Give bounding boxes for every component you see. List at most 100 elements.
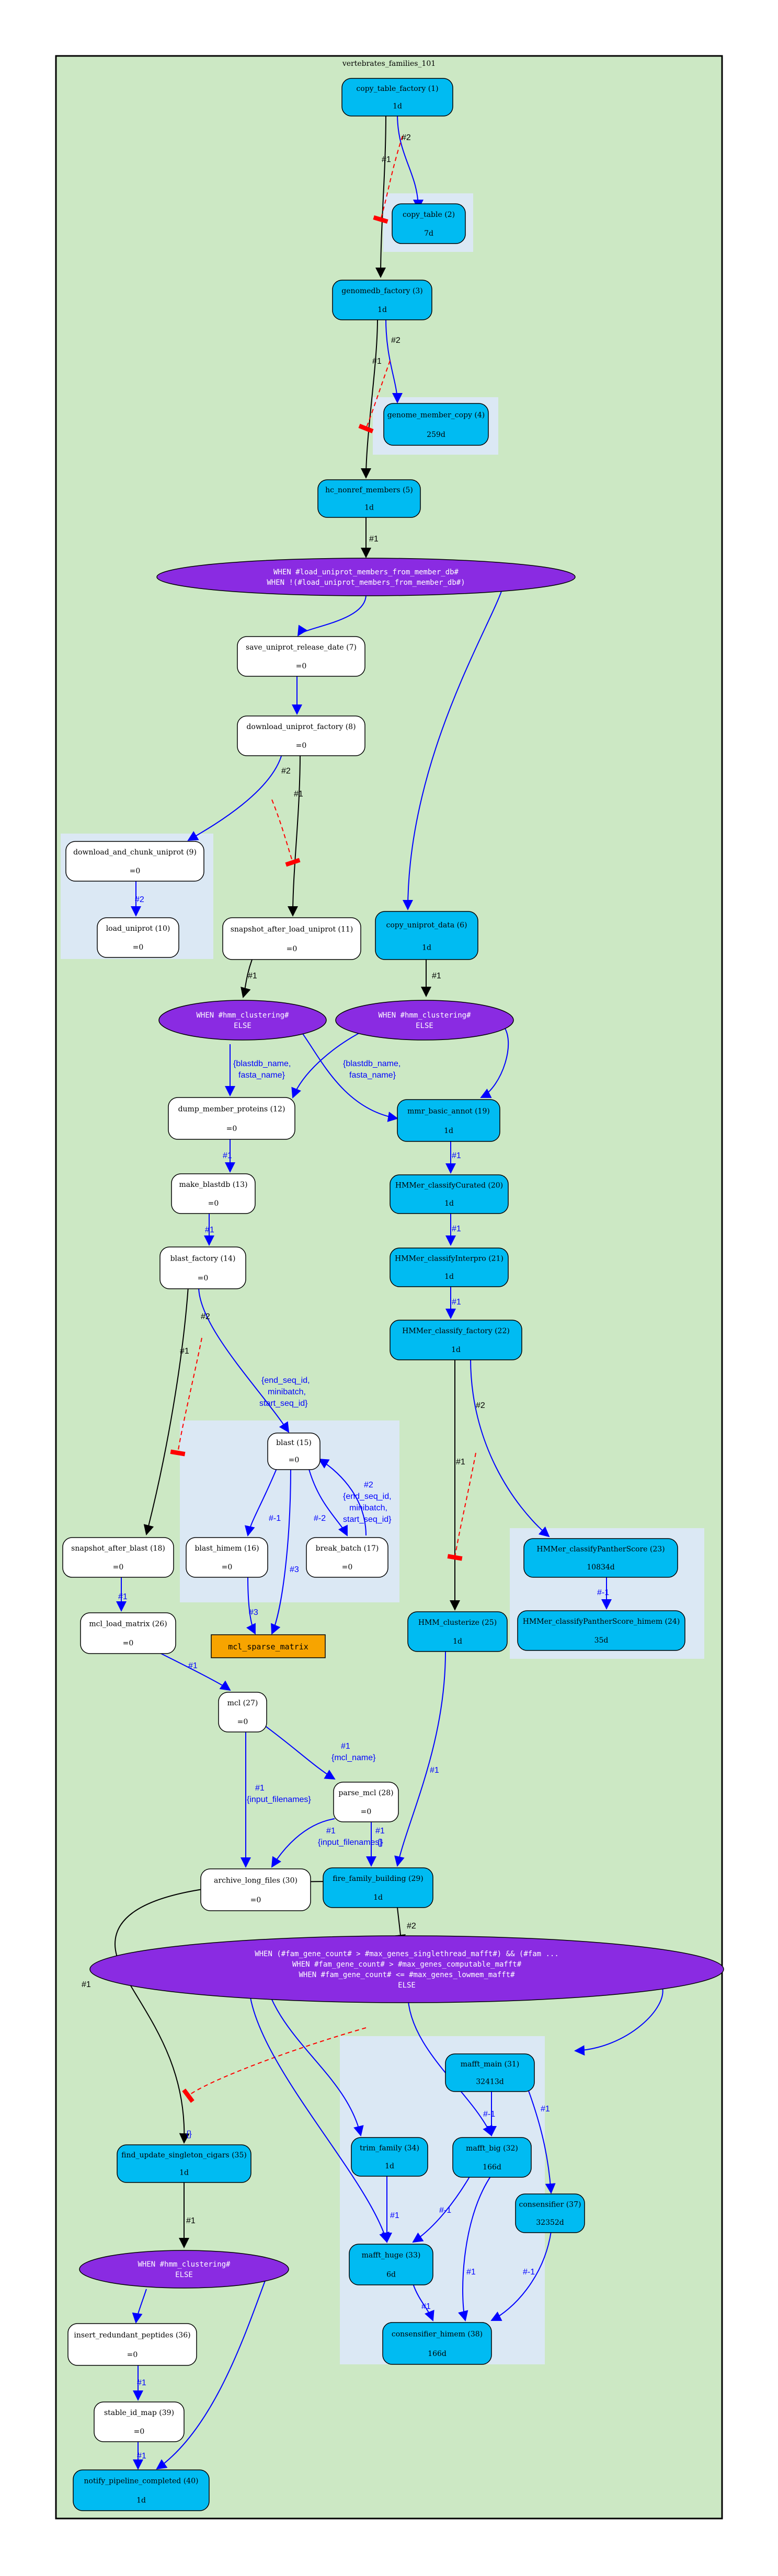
analysis-node-1[interactable]: copy_table_factory (1)1d (341, 78, 453, 117)
analysis-node-9[interactable]: download_and_chunk_uniprot (9)=0 (65, 841, 204, 882)
node-status: 259d (427, 431, 445, 439)
analysis-node-36[interactable]: insert_redundant_peptides (36) =0 (67, 2323, 197, 2366)
switch-s5[interactable]: WHEN #hmm_clustering#ELSE (79, 2250, 289, 2289)
analysis-node-16[interactable]: blast_himem (16)=0 (186, 1537, 268, 1578)
analysis-node-7[interactable]: save_uniprot_release_date (7)=0 (237, 636, 365, 677)
node-box (200, 1868, 311, 1911)
edge-label: {} (186, 2130, 192, 2139)
node-box (218, 1692, 267, 1732)
switch-condition: WHEN #fam_gene_count# <= #max_genes_lowm… (299, 1971, 515, 1979)
node-box (392, 203, 466, 244)
analysis-node-11[interactable]: snapshot_after_load_uniprot (11) =0 (222, 917, 361, 960)
node-name: insert_redundant_peptides (36) (74, 2331, 190, 2339)
analysis-node-26[interactable]: mcl_load_matrix (26)=0 (80, 1612, 176, 1654)
node-box (168, 1097, 295, 1140)
edge-label: #1 (137, 2452, 146, 2461)
node-status: =0 (226, 1125, 237, 1133)
node-status: 1d (451, 1346, 461, 1354)
analysis-node-31[interactable]: mafft_main (31)32413d (445, 2053, 535, 2092)
analysis-node-6[interactable]: copy_uniprot_data (6)1d (375, 911, 478, 960)
node-box (306, 1537, 388, 1578)
analysis-node-32[interactable]: mafft_big (32)166d (452, 2137, 532, 2178)
analysis-node-27[interactable]: mcl (27)=0 (218, 1692, 267, 1732)
node-box (515, 2193, 585, 2233)
analysis-node-39[interactable]: stable_id_map (39)=0 (94, 2401, 185, 2442)
analysis-node-35[interactable]: find_update_singleton_cigars (35)1d (117, 2144, 251, 2183)
analysis-node-33[interactable]: mafft_huge (33)6d (349, 2244, 433, 2285)
analysis-node-20[interactable]: HMMer_classifyCurated (20)1d (390, 1174, 509, 1214)
switch-s1[interactable]: WHEN #load_uniprot_members_from_member_d… (156, 558, 576, 596)
analysis-node-18[interactable]: snapshot_after_blast (18)=0 (62, 1537, 174, 1578)
switch-condition: WHEN #hmm_clustering# (196, 1011, 289, 1020)
edge-label: fasta_name} (349, 1071, 396, 1080)
node-status: 166d (483, 2163, 501, 2171)
edge-labels: #2 #1 #2 #1 #1 #2 #1 #2 #1 #1 {blastdb_n… (82, 133, 609, 2461)
analysis-node-21[interactable]: HMMer_classifyInterpro (21)1d (390, 1247, 509, 1287)
edge-label: #1 (466, 2268, 476, 2277)
analysis-node-29[interactable]: fire_family_building (29)1d (323, 1867, 433, 1908)
edge-label: #-1 (439, 2206, 451, 2215)
analysis-node-24[interactable]: HMMer_classifyPantherScore_himem (24)35d (517, 1610, 685, 1651)
node-box (351, 2137, 428, 2177)
analysis-node-15[interactable]: blast (15)=0 (267, 1433, 321, 1470)
analysis-node-37[interactable]: consensifier (37)32352d (515, 2193, 585, 2233)
edge-label: #1 (186, 2216, 196, 2225)
analysis-node-34[interactable]: trim_family (34)1d (351, 2137, 428, 2177)
analysis-node-19[interactable]: mmr_basic_annot (19)1d (397, 1099, 500, 1142)
analysis-node-3[interactable]: genomedb_factory (3)1d (332, 280, 432, 320)
analysis-node-13[interactable]: make_blastdb (13)=0 (171, 1173, 256, 1214)
node-status: =0 (127, 2351, 138, 2359)
node-name: snapshot_after_load_uniprot (11) (231, 925, 353, 933)
analysis-node-8[interactable]: download_uniprot_factory (8)=0 (237, 715, 365, 756)
table-mcl-sparse-matrix[interactable]: mcl_sparse_matrix (211, 1634, 326, 1658)
node-status: 1d (393, 102, 402, 111)
analysis-node-4[interactable]: genome_member_copy (4)259d (383, 403, 489, 446)
node-name: HMMer_classify_factory (22) (402, 1327, 510, 1335)
node-box (445, 2053, 535, 2092)
analysis-node-22[interactable]: HMMer_classify_factory (22) 1d (390, 1320, 522, 1360)
analysis-node-10[interactable]: load_uniprot (10)=0 (97, 917, 179, 958)
node-name: mafft_huge (33) (362, 2251, 421, 2260)
node-status: =0 (361, 1808, 372, 1816)
switch-condition: WHEN #load_uniprot_members_from_member_d… (273, 568, 459, 576)
node-box (382, 2322, 492, 2365)
analysis-node-14[interactable]: blast_factory (14)=0 (159, 1246, 246, 1289)
node-name: break_batch (17) (316, 1544, 379, 1553)
node-name: load_uniprot (10) (106, 925, 170, 933)
node-box (159, 1246, 246, 1289)
node-status: 1d (373, 1893, 383, 1902)
edge-label: #1 (430, 1766, 439, 1775)
node-box (62, 1537, 174, 1578)
node-status: =0 (287, 945, 298, 953)
analysis-node-28[interactable]: parse_mcl (28) =0 (333, 1782, 399, 1822)
node-name: parse_mcl (28) (338, 1789, 393, 1797)
switch-s2[interactable]: WHEN #hmm_clustering#ELSE (158, 1000, 327, 1041)
analysis-node-5[interactable]: hc_nonref_members (5)1d (317, 479, 421, 518)
analysis-node-17[interactable]: break_batch (17)=0 (306, 1537, 388, 1578)
analysis-node-2[interactable]: copy_table (2)7d (392, 203, 466, 244)
edge-label: #3 (290, 1565, 299, 1574)
analysis-node-12[interactable]: dump_member_proteins (12)=0 (168, 1097, 295, 1140)
node-box (237, 715, 365, 756)
analysis-node-40[interactable]: notify_pipeline_completed (40)1d (73, 2469, 210, 2511)
node-box (65, 841, 204, 882)
switch-s4[interactable]: WHEN (#fam_gene_count# > #max_genes_sing… (89, 1935, 724, 2003)
analysis-node-30[interactable]: archive_long_files (30)=0 (200, 1868, 311, 1911)
node-name: notify_pipeline_completed (40) (84, 2477, 199, 2486)
switch-s3[interactable]: WHEN #hmm_clustering#ELSE (335, 1000, 514, 1041)
edge-label: #1 (205, 1226, 214, 1234)
node-box (407, 1611, 508, 1652)
analysis-node-23[interactable]: HMMer_classifyPantherScore (23)10834d (523, 1538, 678, 1578)
node-status: 10834d (587, 1563, 615, 1572)
node-name: HMMer_classifyPantherScore_himem (24) (523, 1618, 680, 1626)
analysis-node-25[interactable]: HMM_clusterize (25)1d (407, 1611, 508, 1652)
node-box (80, 1612, 176, 1654)
edge-label: #1 (382, 155, 391, 164)
node-status: 32352d (536, 2219, 564, 2227)
node-name: trim_family (34) (360, 2144, 419, 2152)
analysis-node-38[interactable]: consensifier_himem (38)166d (382, 2322, 492, 2365)
edge-label: #1 (452, 1151, 461, 1160)
edge-label: #3 (249, 1608, 258, 1617)
edge-label: #1 (326, 1827, 336, 1835)
edge-label: #1 (372, 357, 382, 366)
